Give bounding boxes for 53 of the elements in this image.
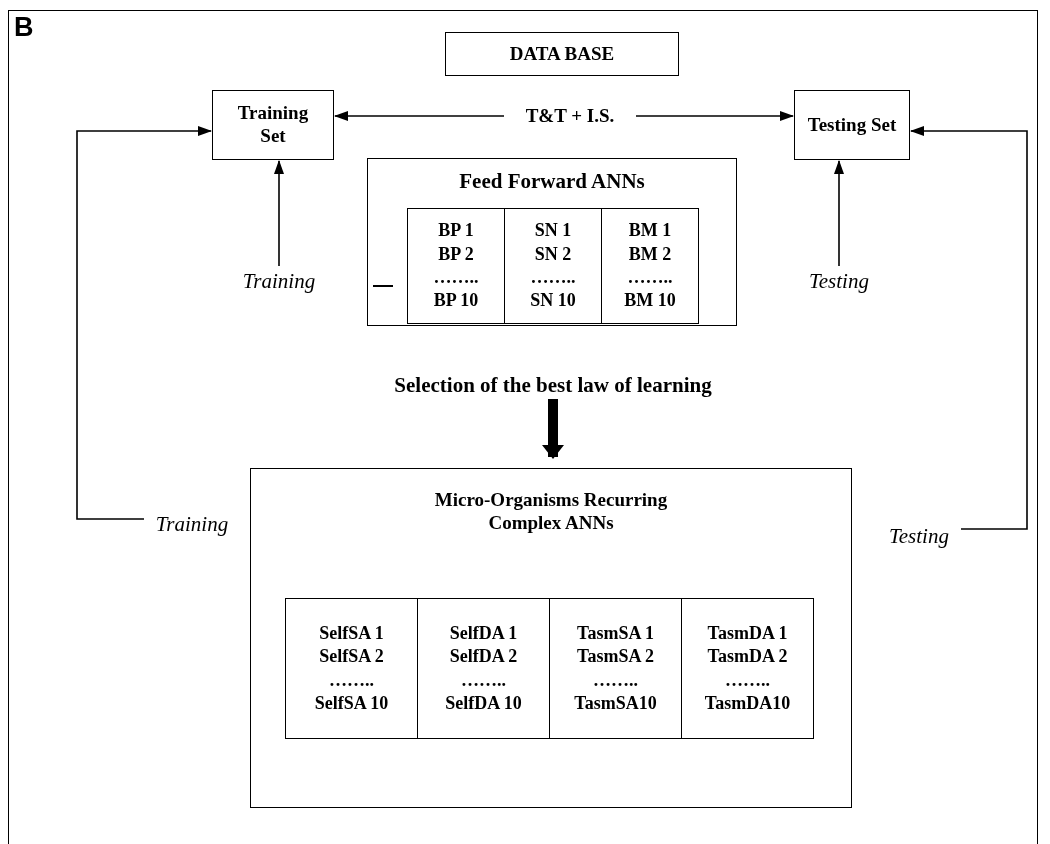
model-entry: SelfDA 10 [445, 691, 522, 715]
arrow [76, 126, 212, 520]
model-entry: SN 10 [530, 289, 576, 313]
model-entry: …….. [593, 668, 638, 692]
model-entry: TasmDA 1 [707, 621, 788, 645]
arrow [334, 111, 505, 121]
model-column [285, 598, 418, 739]
model-entry: TasmDA10 [704, 691, 791, 715]
feed-forward-panel [367, 158, 737, 326]
model-column [601, 208, 699, 324]
model-entry: SelfDA 2 [449, 645, 518, 669]
model-entry: BM 1 [628, 219, 672, 243]
arrow [834, 160, 844, 267]
model-entry: SelfSA 2 [319, 645, 384, 669]
database-box [445, 32, 679, 76]
box-title: Training Set [236, 102, 310, 148]
panel-letter: B [14, 12, 34, 43]
box-title: Micro-Organisms Recurring Complex ANNs [433, 489, 669, 535]
model-column [549, 598, 682, 739]
model-entry: TasmSA 1 [577, 621, 654, 645]
arrow [635, 111, 794, 121]
box-title: DATA BASE [509, 42, 615, 66]
model-entry: TasmSA10 [574, 691, 657, 715]
model-entry: SN 1 [534, 219, 572, 243]
model-entry: SelfSA 1 [319, 621, 384, 645]
model-entry: …….. [627, 266, 673, 289]
model-column [407, 208, 505, 324]
arrow [910, 126, 1028, 530]
model-entry: BP 2 [438, 242, 474, 266]
recurring-ann-panel [250, 468, 852, 808]
model-entry: TasmSA 2 [577, 645, 654, 669]
model-entry: …….. [530, 266, 576, 289]
arrow [274, 160, 284, 267]
testing-set-box [794, 90, 910, 160]
training-set-box [212, 90, 334, 160]
model-entry: BM 10 [624, 289, 676, 313]
model-entry: SelfSA 10 [314, 691, 389, 715]
model-entry: …….. [329, 668, 374, 692]
model-entry: TasmDA 2 [707, 645, 788, 669]
model-column [504, 208, 602, 324]
box-title: Feed Forward ANNs [459, 169, 645, 195]
model-column [681, 598, 814, 739]
model-entry: BP 1 [438, 219, 474, 243]
model-entry: SN 2 [534, 242, 572, 266]
model-entry: BP 10 [433, 289, 479, 313]
model-entry: SelfDA 1 [449, 621, 518, 645]
model-entry: …….. [461, 668, 506, 692]
model-entry: …….. [433, 266, 479, 289]
model-entry: …….. [725, 668, 770, 692]
model-column [417, 598, 550, 739]
model-entry: BM 2 [628, 242, 672, 266]
block-arrow [542, 399, 564, 459]
box-title: Testing Set [807, 113, 897, 137]
